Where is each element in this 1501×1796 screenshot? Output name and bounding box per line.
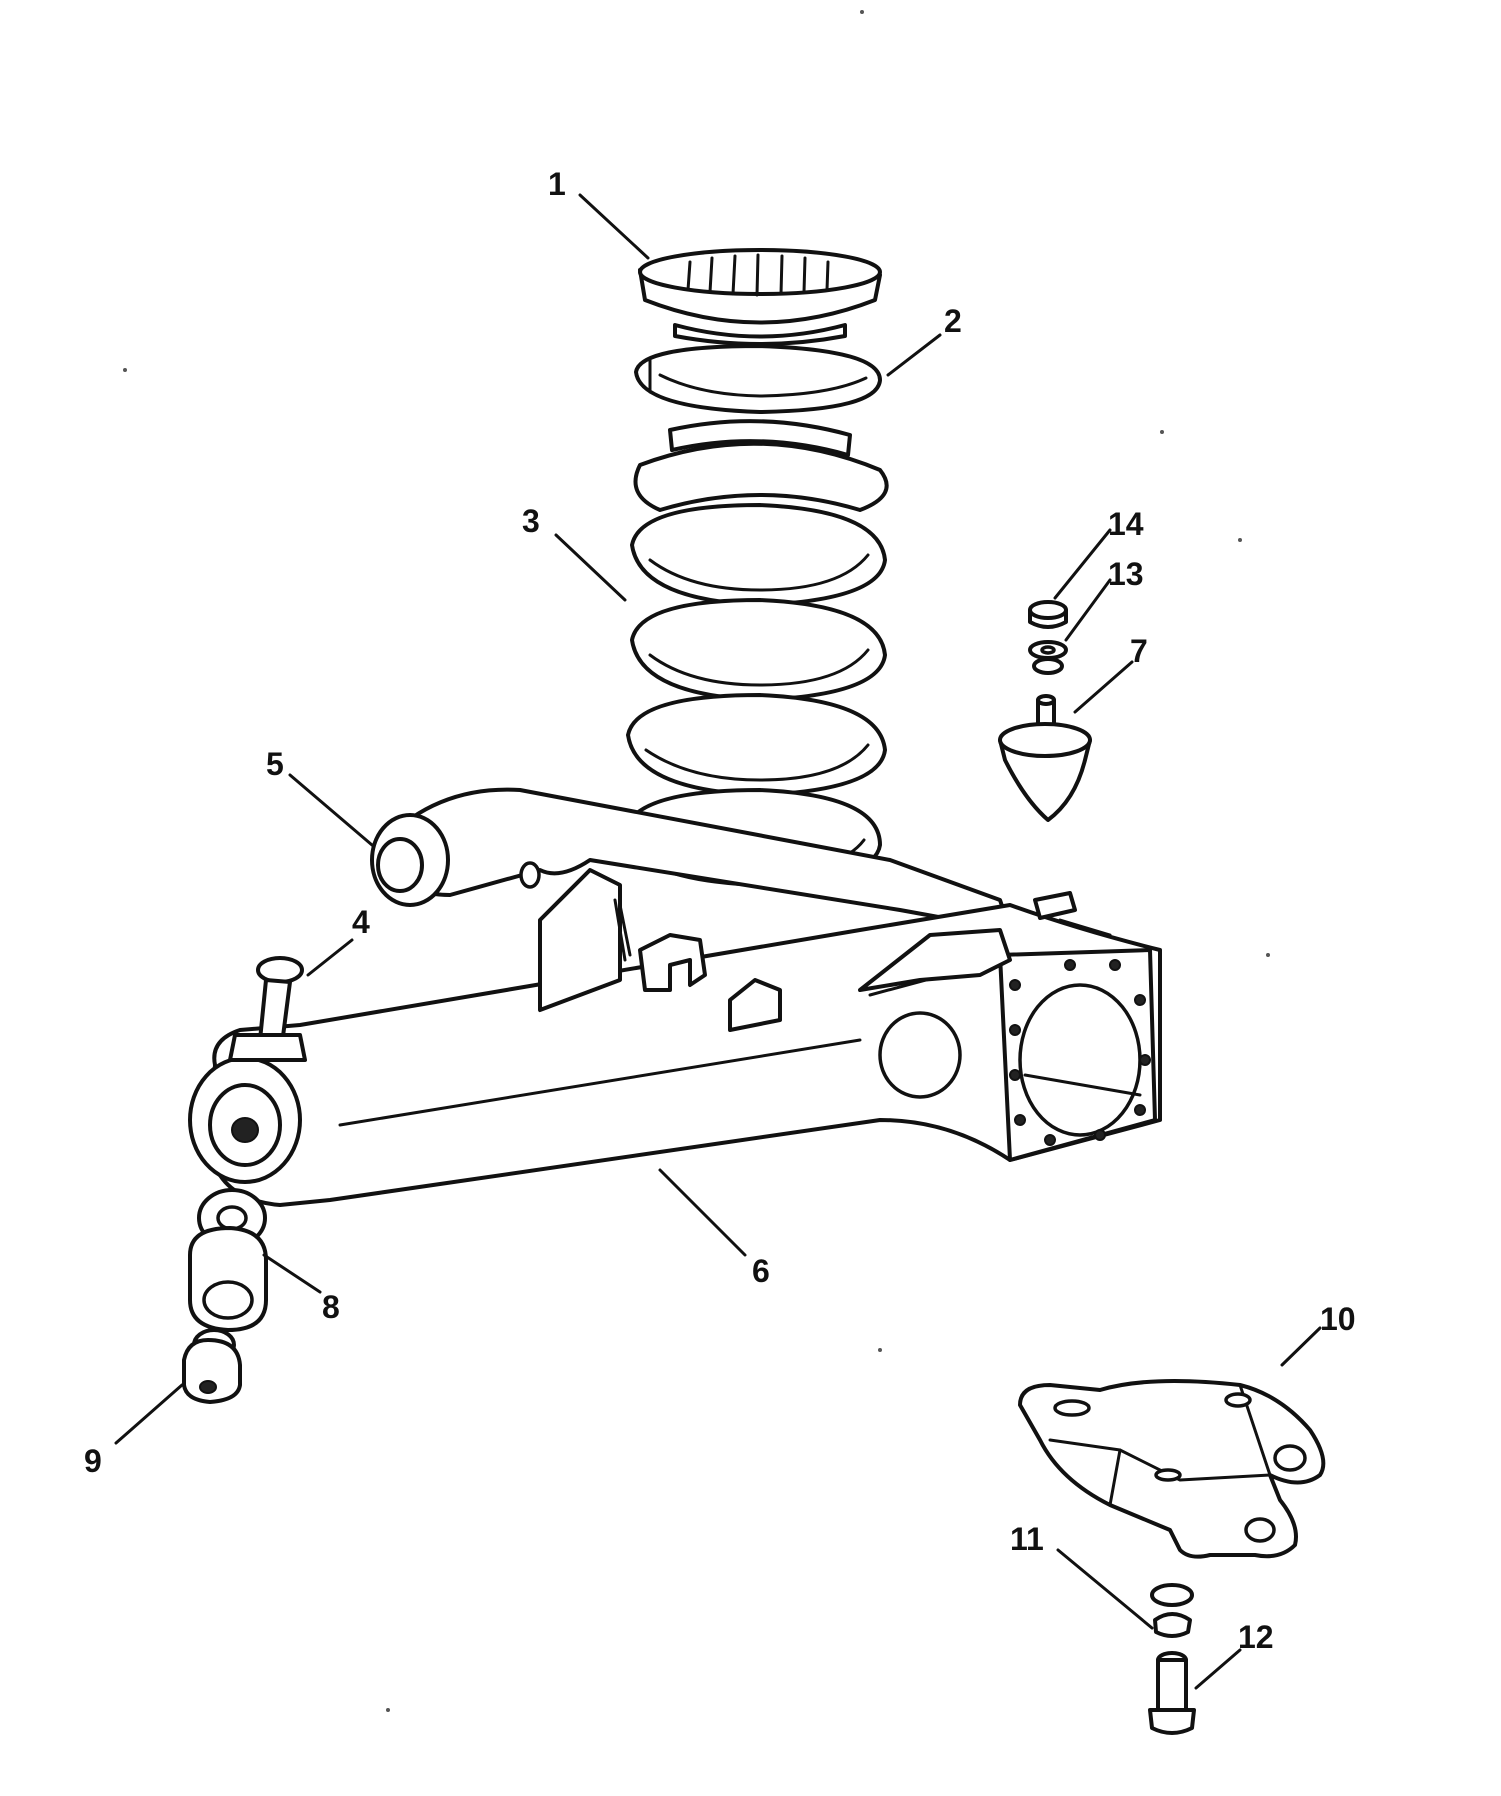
trailing-arm — [188, 787, 1162, 1207]
callout-12: 12 — [1238, 1619, 1274, 1655]
upper-spring-seat — [638, 248, 882, 346]
front-bolt-nut — [182, 1328, 242, 1404]
leader-3 — [554, 533, 627, 602]
callout-7: 7 — [1130, 633, 1148, 669]
leader-10 — [1280, 1326, 1322, 1367]
callout-labels: 1 2 3 4 5 6 7 8 9 10 11 12 13 14 — [84, 166, 1356, 1655]
callout-1: 1 — [548, 166, 566, 202]
callout-2: 2 — [944, 303, 962, 339]
callout-11: 11 — [1010, 1521, 1044, 1557]
coil-spring — [623, 419, 889, 887]
callout-4: 4 — [352, 904, 370, 940]
pivot-bolt — [228, 956, 307, 1062]
callout-8: 8 — [322, 1289, 340, 1325]
callout-13: 13 — [1108, 556, 1144, 592]
leader-5 — [288, 773, 374, 847]
scan-specks — [123, 10, 1270, 1712]
leader-13 — [1064, 578, 1112, 642]
bracket-bolt — [1148, 1651, 1196, 1735]
leader-6 — [658, 1168, 747, 1257]
callout-5: 5 — [266, 746, 284, 782]
callout-3: 3 — [522, 503, 540, 539]
leader-11 — [1056, 1548, 1154, 1630]
callout-10: 10 — [1320, 1301, 1356, 1337]
bump-stop-washer — [1028, 640, 1068, 675]
leader-9 — [114, 1383, 184, 1445]
spring-insulator — [634, 344, 882, 414]
callout-14: 14 — [1108, 506, 1144, 542]
callout-9: 9 — [84, 1443, 102, 1479]
leader-lines — [114, 193, 1322, 1690]
leader-14 — [1053, 528, 1112, 600]
leader-7 — [1073, 660, 1134, 714]
bump-stop-nut — [1028, 600, 1068, 629]
leader-2 — [886, 333, 942, 377]
leader-1 — [578, 193, 650, 260]
bracket-spring-washer — [1150, 1583, 1194, 1638]
leader-8 — [262, 1253, 322, 1294]
mounting-bracket — [1018, 1379, 1326, 1559]
leader-12 — [1194, 1648, 1242, 1690]
leader-4 — [306, 938, 354, 977]
front-bush — [188, 1188, 268, 1332]
bump-stop — [998, 694, 1092, 822]
callout-6: 6 — [752, 1253, 770, 1289]
